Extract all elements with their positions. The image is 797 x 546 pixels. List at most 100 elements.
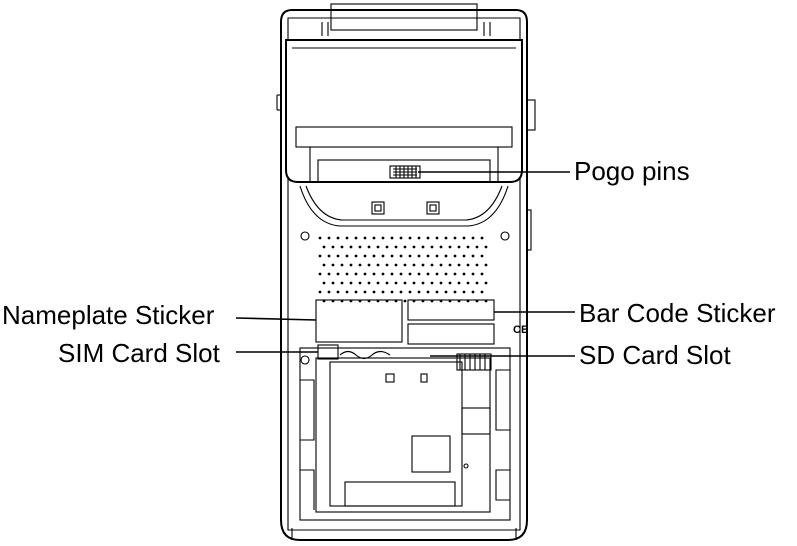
grille-hole: [435, 272, 439, 276]
grille-hole: [408, 290, 412, 294]
card-compartment: [299, 344, 511, 521]
grille-hole: [439, 281, 443, 285]
grille-hole: [381, 272, 385, 276]
grille-hole: [381, 236, 385, 240]
grille-hole: [327, 272, 331, 276]
grille-hole: [390, 254, 394, 258]
grille-hole: [322, 245, 326, 249]
screws: [300, 231, 510, 365]
grille-hole: [385, 245, 389, 249]
grille-hole: [390, 236, 394, 240]
grille-hole: [471, 236, 475, 240]
grille-hole: [390, 272, 394, 276]
grille-hole: [349, 281, 353, 285]
grille-hole: [331, 263, 335, 267]
grille-hole: [331, 245, 335, 249]
grille-hole: [408, 254, 412, 258]
grille-hole: [480, 290, 484, 294]
grille-hole: [358, 263, 362, 267]
grille-hole: [430, 263, 434, 267]
grille-hole: [394, 245, 398, 249]
grille-hole: [471, 272, 475, 276]
grille-hole: [426, 236, 430, 240]
grille-hole: [385, 263, 389, 267]
grille-hole: [426, 272, 430, 276]
grille-hole: [345, 290, 349, 294]
grille-hole: [331, 281, 335, 285]
grille-hole: [444, 254, 448, 258]
grille-hole: [327, 290, 331, 294]
grille-hole: [480, 272, 484, 276]
grille-hole: [381, 290, 385, 294]
grille-hole: [376, 281, 380, 285]
grille-hole: [444, 272, 448, 276]
grille-hole: [435, 236, 439, 240]
grille-hole: [430, 245, 434, 249]
bar-code-sticker-lower: [407, 323, 495, 345]
grille-hole: [457, 245, 461, 249]
grille-hole: [349, 245, 353, 249]
grille-hole: [336, 254, 340, 258]
printer-head: [285, 3, 523, 183]
grille-hole: [363, 272, 367, 276]
sd-card-slot-label: SD Card Slot: [579, 340, 731, 370]
grille-hole: [435, 254, 439, 258]
sd-card-slot: [456, 353, 492, 371]
pogo-pins-label: Pogo pins: [574, 156, 690, 186]
grille-hole: [349, 263, 353, 267]
grille-hole: [403, 263, 407, 267]
grille-hole: [354, 272, 358, 276]
grille-hole: [363, 290, 367, 294]
stickers: CE: [315, 299, 528, 345]
grille-hole: [453, 254, 457, 258]
grille-hole: [462, 290, 466, 294]
grille-hole: [466, 245, 470, 249]
grille-hole: [453, 290, 457, 294]
grille-hole: [484, 281, 488, 285]
grille-hole: [453, 236, 457, 240]
grille-hole: [417, 272, 421, 276]
grille-hole: [484, 245, 488, 249]
grille-hole: [372, 290, 376, 294]
grille-hole: [381, 254, 385, 258]
grille-hole: [372, 236, 376, 240]
grille-hole: [322, 263, 326, 267]
grille-hole: [340, 281, 344, 285]
grille-hole: [354, 254, 358, 258]
grille-hole: [358, 245, 362, 249]
grille-hole: [480, 236, 484, 240]
grille-hole: [403, 299, 407, 303]
sim-card-slot-label: SIM Card Slot: [58, 338, 221, 368]
grille-hole: [376, 245, 380, 249]
grille-hole: [336, 236, 340, 240]
grille-hole: [462, 272, 466, 276]
grille-hole: [363, 236, 367, 240]
grille-hole: [426, 290, 430, 294]
grille-hole: [340, 245, 344, 249]
grille-hole: [457, 281, 461, 285]
grille-hole: [439, 245, 443, 249]
grille-hole: [367, 245, 371, 249]
bar-code-sticker-area: [407, 299, 495, 321]
grille-hole: [318, 272, 322, 276]
grille-hole: [435, 290, 439, 294]
cradle-recess: [299, 185, 509, 227]
grille-hole: [475, 245, 479, 249]
grille-hole: [376, 263, 380, 267]
grille-hole: [318, 290, 322, 294]
grille-hole: [399, 272, 403, 276]
grille-hole: [412, 263, 416, 267]
grille-hole: [408, 236, 412, 240]
grille-hole: [412, 245, 416, 249]
grille-hole: [417, 236, 421, 240]
grille-hole: [448, 281, 452, 285]
grille-hole: [399, 254, 403, 258]
grille-hole: [471, 254, 475, 258]
grille-hole: [403, 281, 407, 285]
grille-hole: [394, 263, 398, 267]
grille-hole: [484, 263, 488, 267]
grille-hole: [426, 254, 430, 258]
grille-hole: [462, 236, 466, 240]
grille-hole: [466, 263, 470, 267]
grille-hole: [453, 272, 457, 276]
